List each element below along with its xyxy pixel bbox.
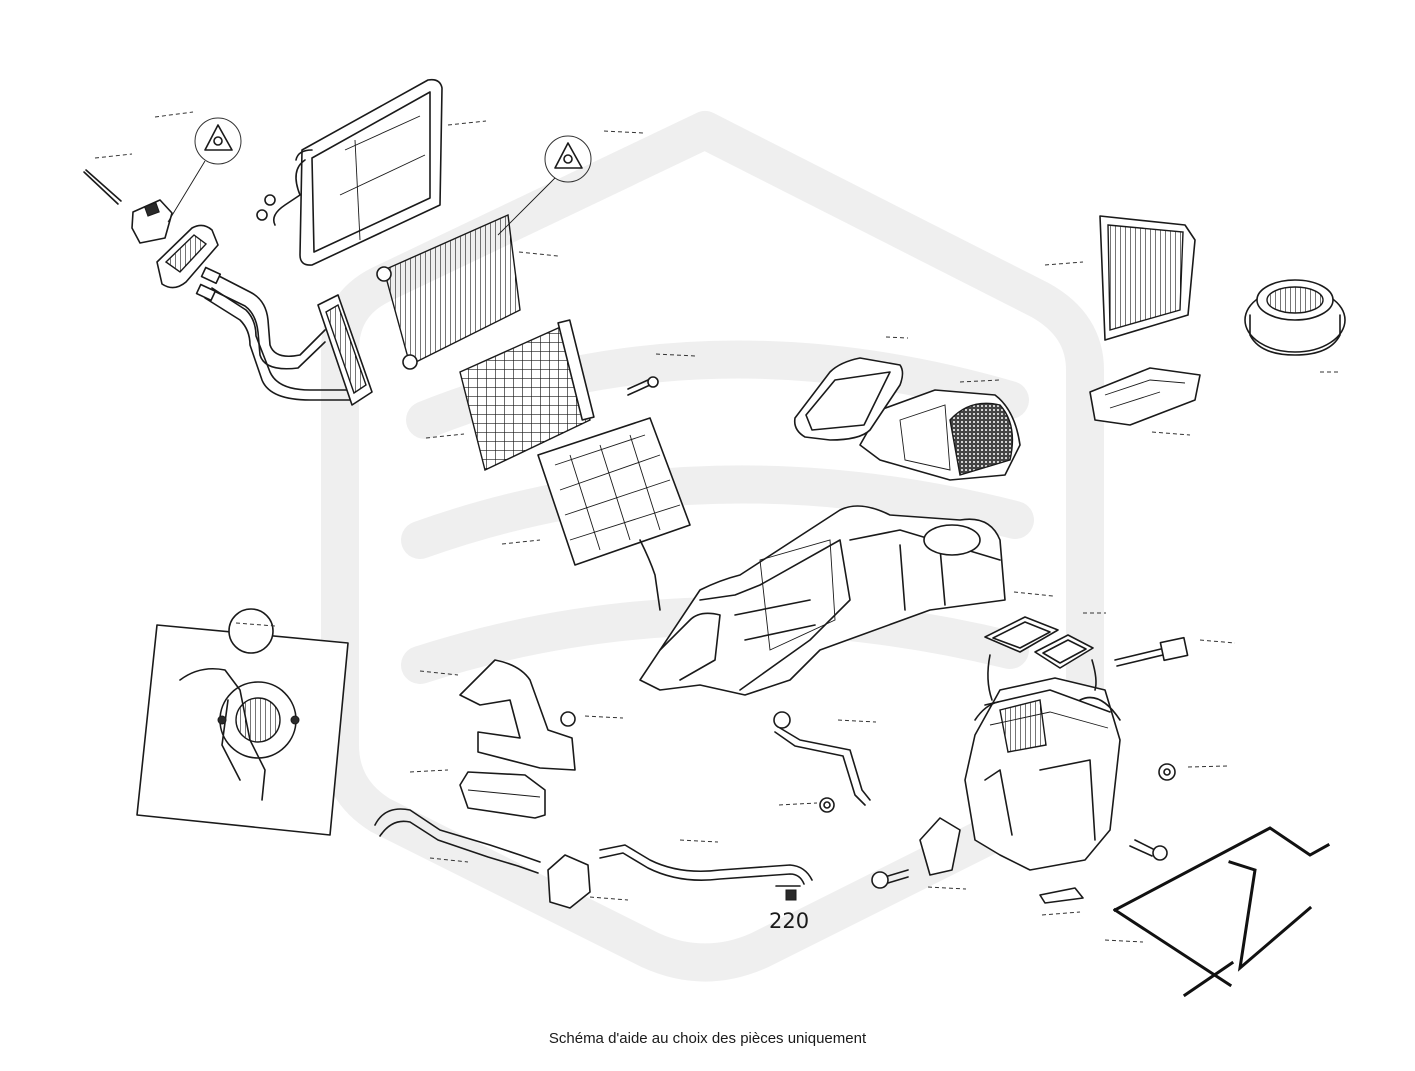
actuator-motor[interactable] xyxy=(409,769,546,819)
clip-220[interactable]: 220 xyxy=(769,885,809,933)
drain-hose[interactable] xyxy=(374,808,541,874)
duct-gaskets[interactable] xyxy=(984,591,1106,701)
heater-hose-lower[interactable] xyxy=(599,839,813,885)
blower-cover[interactable] xyxy=(1089,367,1201,436)
mounting-bracket[interactable] xyxy=(419,659,624,771)
temperature-sensor[interactable] xyxy=(1114,636,1236,667)
nut[interactable] xyxy=(778,797,835,813)
vehicle-outline xyxy=(1104,826,1331,998)
hvac-housing[interactable] xyxy=(639,505,1006,696)
sensor-bolt[interactable] xyxy=(627,353,696,396)
screw-right-upper[interactable] xyxy=(1158,763,1228,781)
blower-motor[interactable] xyxy=(1244,279,1346,373)
expansion-valve[interactable] xyxy=(83,111,242,244)
valve-gasket[interactable] xyxy=(156,224,219,289)
heater-pipes[interactable] xyxy=(195,266,356,401)
cabin-filter[interactable] xyxy=(1044,215,1196,341)
blower-housing[interactable] xyxy=(859,379,1021,481)
duct-clip[interactable] xyxy=(1039,887,1084,916)
blower-gasket[interactable] xyxy=(793,336,909,441)
screw-right-lower[interactable] xyxy=(1129,839,1168,861)
heater-core[interactable] xyxy=(317,294,373,406)
mode-actuator[interactable] xyxy=(547,854,629,909)
air-mix-actuator[interactable] xyxy=(919,817,967,890)
diagram-caption: Schéma d'aide au choix des pièces unique… xyxy=(548,1030,867,1047)
evaporator[interactable] xyxy=(256,78,487,266)
evaporator-core[interactable] xyxy=(376,130,644,370)
housing-bolt[interactable] xyxy=(871,869,909,889)
control-lever[interactable] xyxy=(773,711,877,806)
actuator-detail-box[interactable] xyxy=(136,608,349,836)
part-number-220: 220 xyxy=(769,909,809,933)
distribution-housing[interactable] xyxy=(964,677,1121,871)
air-mix-frame[interactable] xyxy=(501,417,691,611)
ptc-heater[interactable] xyxy=(425,319,595,471)
